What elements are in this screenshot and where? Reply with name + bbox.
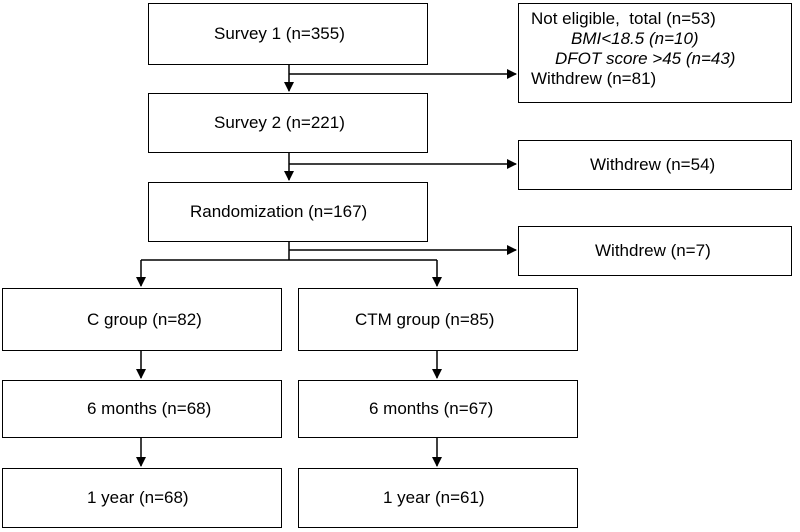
exclusion2-label: Withdrew (n=54) [590, 155, 716, 174]
exclusion1-total: Not eligible, total (n=53) [531, 9, 716, 28]
exclusion1-box: Not eligible, total (n=53) BMI<18.5 (n=1… [518, 3, 792, 103]
c-six-months-box: 6 months (n=68) [2, 380, 282, 438]
exclusion1-withdrew: Withdrew (n=81) [531, 69, 657, 88]
survey1-box: Survey 1 (n=355) [148, 3, 428, 65]
randomization-label: Randomization (n=167) [190, 202, 368, 221]
exclusion1-bmi: BMI<18.5 (n=10) [571, 29, 699, 48]
exclusion1-dfot: DFOT score >45 (n=43) [555, 49, 736, 68]
survey2-box: Survey 2 (n=221) [148, 93, 428, 153]
survey1-label: Survey 1 (n=355) [214, 24, 345, 43]
exclusion3-label: Withdrew (n=7) [595, 241, 711, 260]
exclusion3-box: Withdrew (n=7) [518, 226, 792, 276]
exclusion2-box: Withdrew (n=54) [518, 140, 792, 190]
randomization-box: Randomization (n=167) [148, 182, 428, 242]
c-one-year-label: 1 year (n=68) [87, 488, 189, 507]
ctm-one-year-label: 1 year (n=61) [383, 488, 485, 507]
ctm-six-months-label: 6 months (n=67) [369, 399, 494, 418]
survey2-label: Survey 2 (n=221) [214, 113, 345, 132]
ctm-group-label: CTM group (n=85) [355, 309, 495, 329]
ctm-one-year-box: 1 year (n=61) [298, 468, 578, 528]
ctm-group-box: CTM group (n=85) [298, 288, 578, 351]
c-one-year-box: 1 year (n=68) [2, 468, 282, 528]
c-group-label: C group (n=82) [87, 309, 202, 329]
c-six-months-label: 6 months (n=68) [87, 399, 212, 418]
ctm-six-months-box: 6 months (n=67) [298, 380, 578, 438]
c-group-box: C group (n=82) [2, 288, 282, 351]
